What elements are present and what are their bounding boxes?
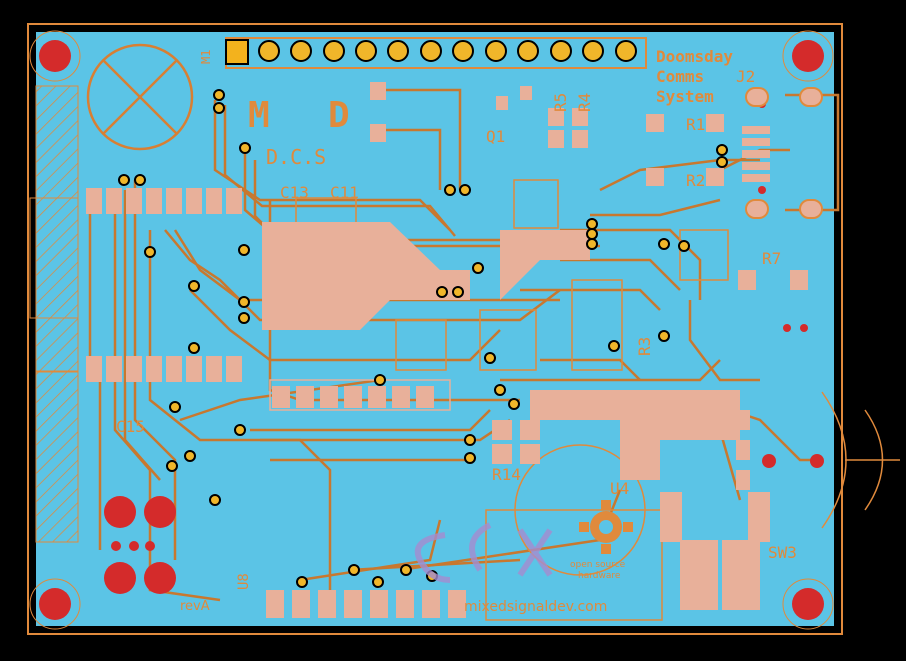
logo-letter-d: D — [328, 95, 350, 136]
label-r2: R2 — [686, 171, 705, 190]
through-hole-pads — [104, 100, 824, 594]
silkscreen-outlines — [295, 179, 900, 621]
label-c13: C13 — [280, 183, 309, 202]
header-m1 — [225, 37, 647, 69]
label-c15: C15 — [116, 417, 145, 436]
label-c11: C11 — [330, 183, 359, 202]
smd-pads — [86, 82, 808, 618]
label-q1: Q1 — [486, 127, 505, 146]
label-j2: J2 — [736, 67, 755, 86]
label-r4: R4 — [575, 93, 594, 112]
label-u4: U4 — [610, 479, 629, 498]
revision-label: revA — [180, 599, 210, 614]
website-label: mixedsignaldev.com — [464, 599, 607, 615]
logo-subtitle: D.C.S — [266, 145, 326, 169]
bottom-logo-shapes — [414, 522, 553, 583]
vias — [118, 89, 728, 588]
label-sw3: SW3 — [768, 543, 797, 562]
board-title-line-3: System — [656, 87, 714, 106]
oshw-line-2: hardware — [578, 571, 621, 581]
oshw-line-1: open source — [570, 560, 626, 570]
oshw-gear-icon — [579, 500, 633, 554]
board-title-line-1: Doomsday — [656, 47, 733, 66]
label-r1: R1 — [686, 115, 705, 134]
mounting-holes — [29, 30, 834, 630]
label-r14: R14 — [492, 465, 521, 484]
board-outline — [27, 23, 843, 635]
label-r5: R5 — [551, 93, 570, 112]
usb-connector-j2 — [745, 87, 823, 219]
fiducial-circle-symbol — [86, 43, 194, 151]
label-m1: M1 — [199, 50, 213, 64]
edge-connector-left — [29, 85, 79, 543]
label-r3: R3 — [635, 337, 654, 356]
board-title-line-2: Comms — [656, 67, 704, 86]
label-u8: U8 — [236, 573, 252, 590]
label-r7: R7 — [762, 249, 781, 268]
logo-letter-m: M — [248, 95, 270, 136]
